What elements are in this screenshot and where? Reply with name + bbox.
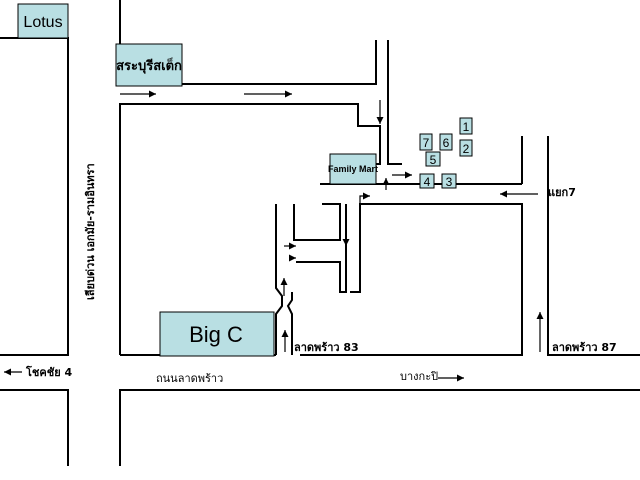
building-5-label: 5 [430,153,437,167]
road-label-soi-87: ลาดพร้าว 87 [552,341,617,354]
road-soi-87 [547,136,640,356]
landmark-lotus: Lotus [17,3,69,39]
building-1-label: 1 [463,120,470,134]
road-label-vertical-left: เลียบด่วน เอกมัย-รามอินทรา [84,163,97,300]
building-4-label: 4 [424,175,431,189]
building-4: 4 [419,173,435,189]
landmark-big-c: Big C [159,311,275,357]
landmark-family-mart: Family Mart [328,153,378,185]
landmark-saraburi-steak: สระบุรีสเต็ก [115,43,183,87]
road-main-lower-edge [119,389,640,466]
landmark-big-c-label: Big C [189,322,243,347]
landmark-saraburi-steak-label: สระบุรีสเต็ก [116,56,182,74]
landmark-lotus-label: Lotus [23,14,62,31]
road-left-west-edge [0,37,69,356]
building-1: 1 [459,117,473,135]
building-6-label: 6 [443,136,450,150]
road-label-bang-kapi: บางกะปิ [400,370,438,383]
building-6: 6 [439,133,453,151]
building-2: 2 [459,139,473,157]
inner-block-c [296,204,347,293]
inner-block-a [293,203,341,241]
inner-block-e [300,203,523,356]
road-left-bottom [0,389,69,466]
inner-block-d [286,292,293,355]
building-3-label: 3 [446,175,453,189]
arrow-bend-left [359,192,370,204]
road-block-west [119,103,381,355]
direction-arrows [4,90,544,382]
road-top-right [387,40,402,165]
building-7-label: 7 [423,136,430,150]
landmark-family-mart-label: Family Mart [328,164,378,174]
building-7: 7 [419,133,433,151]
road-label-chokchai-4: โชคชัย 4 [25,365,72,379]
numbered-buildings: 1 2 3 4 5 6 7 [419,117,473,189]
road-label-main-road: ถนนลาดพร้าว [156,372,223,385]
inner-block-b [275,204,283,355]
road-label-soi-83: ลาดพร้าว 83 [294,341,359,354]
building-5: 5 [425,151,441,167]
building-3: 3 [441,173,457,189]
building-2-label: 2 [463,142,470,156]
road-label-intersection-7: แยก7 [548,186,576,199]
road-top-upper [119,0,377,85]
